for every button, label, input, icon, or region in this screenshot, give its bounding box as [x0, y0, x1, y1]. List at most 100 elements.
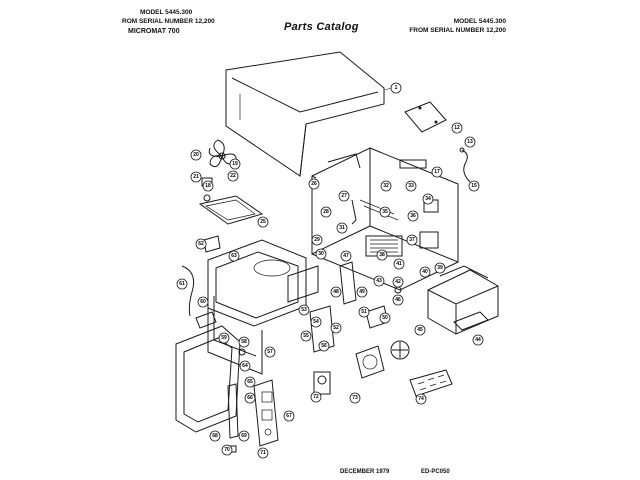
- callout-number: 53: [301, 307, 307, 313]
- left-serial-label: ROM SERIAL NUMBER 12,200: [122, 17, 215, 25]
- callout-number: 32: [383, 183, 389, 189]
- callout-32: 32: [380, 180, 392, 192]
- cabinet-cover: [225, 51, 385, 177]
- callout-number: 38: [379, 252, 385, 258]
- tray-plate: [198, 195, 264, 225]
- callout-number: 69: [241, 433, 247, 439]
- callout-63: 63: [228, 250, 240, 262]
- callout-12: 12: [451, 122, 463, 134]
- callout-number: 31: [339, 225, 345, 231]
- callout-69: 69: [238, 430, 250, 442]
- callout-59: 59: [218, 332, 230, 344]
- callout-54: 54: [310, 316, 322, 328]
- callout-number: 72: [313, 394, 319, 400]
- header-right: MODEL 5445.300 FROM SERIAL NUMBER 12,200: [376, 18, 506, 36]
- callout-number: 40: [422, 269, 428, 275]
- callout-64: 64: [239, 360, 251, 372]
- callout-number: 20: [193, 152, 199, 158]
- callout-number: 29: [314, 237, 320, 243]
- callout-number: 68: [212, 433, 218, 439]
- callout-number: 62: [198, 241, 204, 247]
- oven-door: [175, 325, 241, 433]
- callout-65: 65: [244, 376, 256, 388]
- callout-35: 35: [379, 206, 391, 218]
- callout-number: 30: [318, 251, 324, 257]
- callout-number: 52: [333, 325, 339, 331]
- callout-60: 60: [197, 296, 209, 308]
- side-wire: [459, 147, 471, 183]
- callout-48: 48: [330, 286, 342, 298]
- callout-34: 34: [422, 193, 434, 205]
- left-model-label: MODEL 5445.300: [140, 9, 193, 16]
- callout-33: 33: [405, 180, 417, 192]
- callout-number: 60: [200, 299, 206, 305]
- transformer-housing: [427, 265, 499, 335]
- callout-number: 25: [260, 219, 266, 225]
- callout-17: 17: [431, 166, 443, 178]
- callout-number: 33: [408, 183, 414, 189]
- callout-56: 56: [318, 340, 330, 352]
- callout-43: 43: [373, 275, 385, 287]
- callout-15: 15: [468, 180, 480, 192]
- page-title: Parts Catalog: [284, 21, 359, 33]
- callout-67: 67: [283, 410, 295, 422]
- callout-46: 46: [392, 294, 404, 306]
- callout-number: 50: [382, 315, 388, 321]
- callout-number: 34: [425, 196, 431, 202]
- callout-39: 39: [434, 262, 446, 274]
- callout-36: 36: [407, 210, 419, 222]
- callout-number: 59: [221, 335, 227, 341]
- right-serial-label: FROM SERIAL NUMBER 12,200: [409, 26, 506, 34]
- callout-number: 45: [417, 327, 423, 333]
- callout-number: 17: [434, 169, 440, 175]
- callout-53: 53: [298, 304, 310, 316]
- callout-66: 66: [244, 392, 256, 404]
- callout-number: 26: [311, 181, 317, 187]
- callout-number: 74: [418, 396, 424, 402]
- callout-number: 66: [247, 395, 253, 401]
- callout-number: 19: [232, 161, 238, 167]
- callout-number: 58: [241, 339, 247, 345]
- callout-number: 73: [352, 395, 358, 401]
- callout-number: 54: [313, 319, 319, 325]
- callout-74: 74: [415, 393, 427, 405]
- callout-51: 51: [358, 306, 370, 318]
- callout-50: 50: [379, 312, 391, 324]
- callout-19: 19: [229, 158, 241, 170]
- callout-73: 73: [349, 392, 361, 404]
- callout-42: 42: [392, 276, 404, 288]
- callout-38: 38: [376, 249, 388, 261]
- callout-number: 67: [286, 413, 292, 419]
- callout-number: 13: [467, 139, 473, 145]
- stirrer-motor: [355, 340, 410, 379]
- keypad: [409, 369, 453, 397]
- callout-13: 13: [464, 136, 476, 148]
- callout-57: 57: [264, 346, 276, 358]
- callout-55: 55: [300, 330, 312, 342]
- callout-52: 52: [330, 322, 342, 334]
- callout-41: 41: [393, 258, 405, 270]
- callout-number: 49: [359, 289, 365, 295]
- callout-number: 71: [260, 450, 266, 456]
- base-plate: [453, 311, 489, 331]
- control-panel: [253, 379, 279, 447]
- callout-number: 41: [396, 261, 402, 267]
- callout-68: 68: [209, 430, 221, 442]
- callout-27: 27: [338, 190, 350, 202]
- callout-number: 65: [247, 379, 253, 385]
- callout-number: 47: [343, 253, 349, 259]
- callout-58: 58: [238, 336, 250, 348]
- callout-number: 55: [303, 333, 309, 339]
- callout-62: 62: [195, 238, 207, 250]
- top-bracket: [404, 101, 447, 133]
- callout-21: 21: [190, 171, 202, 183]
- callout-number: 51: [361, 309, 367, 315]
- callout-18: 18: [202, 180, 214, 192]
- callout-number: 15: [471, 183, 477, 189]
- callout-number: 1: [395, 85, 398, 91]
- product-name: MICROMAT 700: [128, 28, 180, 35]
- catalog-date: DECEMBER 1979: [340, 469, 390, 475]
- fan-icon: [208, 139, 237, 168]
- callout-number: 35: [382, 209, 388, 215]
